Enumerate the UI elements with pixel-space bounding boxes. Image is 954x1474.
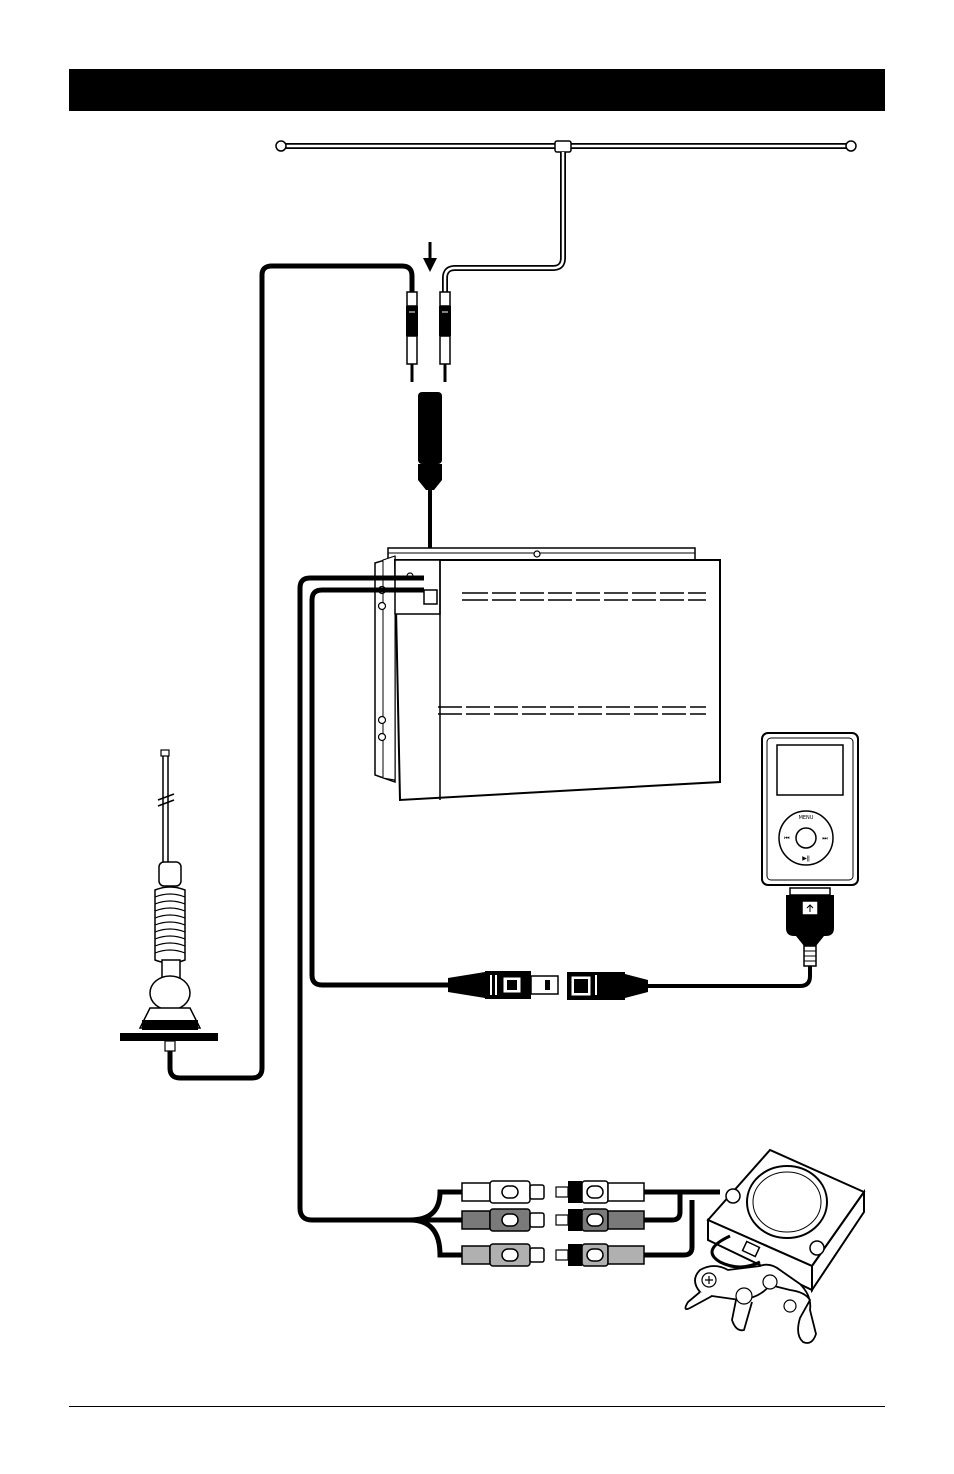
footer-rule: [69, 1406, 885, 1407]
svg-text:▶ǁ: ▶ǁ: [802, 855, 810, 862]
svg-text:⏮: ⏮: [784, 835, 790, 842]
fm-dipole-antenna: [276, 141, 856, 295]
ipod-cable-connector: [448, 965, 810, 1000]
ipod-dock-connector: [786, 888, 834, 966]
head-unit: [375, 548, 720, 800]
arrow-down-icon: [423, 242, 437, 272]
rca-av-cables: [410, 1181, 720, 1266]
ipod: MENU ⏮ ⏭ ▶ǁ: [762, 733, 858, 885]
car-antenna: [120, 750, 218, 1051]
rca-female-video: [462, 1181, 544, 1203]
rca-female-audio-right: [462, 1244, 544, 1266]
svg-text:MENU: MENU: [799, 815, 814, 821]
svg-text:⏭: ⏭: [822, 835, 828, 842]
rca-male-video: [556, 1181, 720, 1203]
rca-female-audio-left: [462, 1209, 544, 1231]
antenna-plugs: [406, 292, 451, 382]
